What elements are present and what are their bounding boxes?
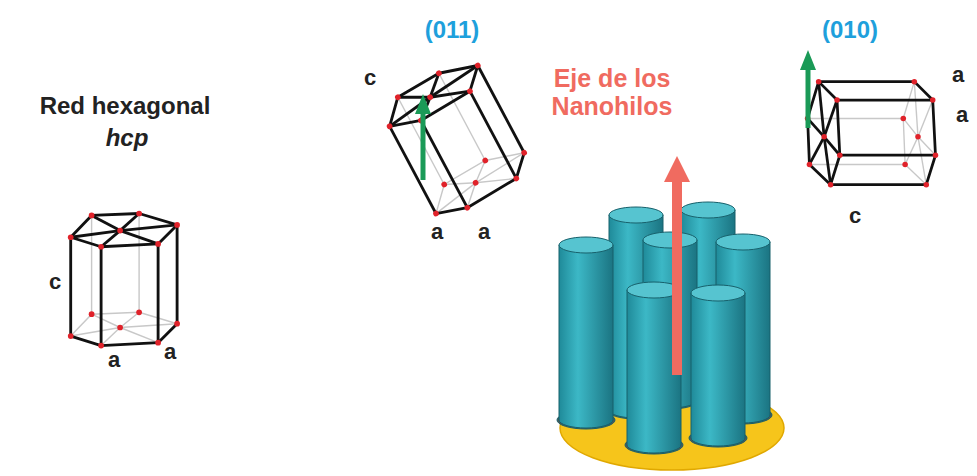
nanowire — [559, 237, 613, 253]
nanowire — [691, 285, 745, 301]
green-arrowhead — [415, 94, 431, 114]
cell-011 — [375, 52, 539, 226]
cell-010 — [805, 79, 938, 188]
green-arrow — [806, 68, 811, 128]
nanowire — [681, 202, 735, 218]
axis-label: a — [108, 348, 120, 372]
plane-label: (011) — [425, 17, 480, 43]
nanowire — [559, 245, 613, 428]
axis-label: a — [431, 220, 443, 244]
nanowire — [643, 232, 697, 248]
axis-title: Eje de los Nanohilos — [537, 65, 687, 120]
nanowire — [716, 234, 770, 250]
axis-label: a — [956, 103, 968, 127]
lattice-name: hcp — [106, 125, 149, 151]
hcp-cell — [68, 211, 180, 349]
green-arrow — [421, 112, 426, 180]
nanowire — [609, 207, 663, 223]
axis-label: a — [478, 220, 490, 244]
axis-label: a — [164, 340, 176, 364]
heading: Red hexagonal — [40, 93, 211, 119]
nanowire — [691, 293, 745, 446]
axis-label: a — [952, 63, 964, 87]
nanowire-array — [557, 202, 784, 470]
axis-arrow — [672, 180, 682, 375]
axis-label: c — [849, 204, 861, 228]
plane-label: (010) — [822, 17, 878, 43]
green-arrowhead — [800, 50, 816, 70]
axis-label: c — [49, 270, 61, 294]
axis-label: c — [364, 66, 376, 90]
axis-arrowhead — [664, 156, 690, 182]
